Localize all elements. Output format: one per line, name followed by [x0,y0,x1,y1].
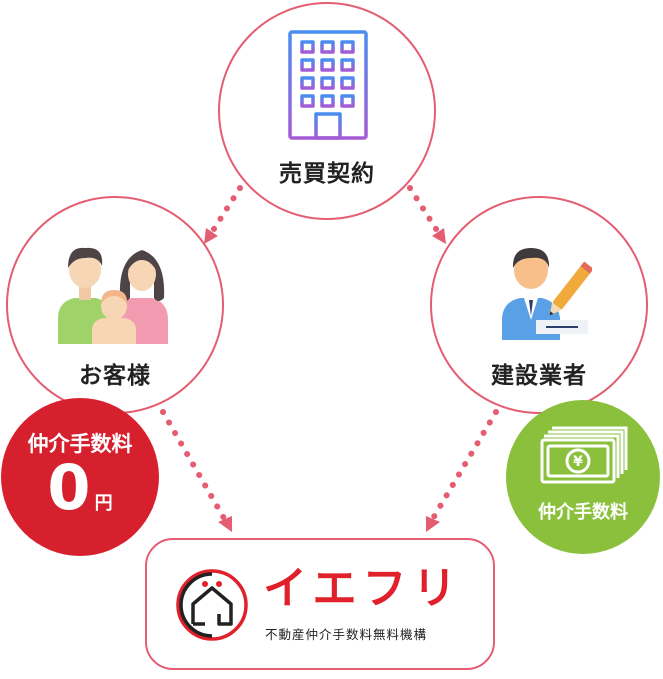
arrowhead-customer [204,228,218,244]
connector-builder-brand [429,409,499,523]
connector-customer-brand [160,409,228,523]
iefuri-brand-box: イエフリ 不動産仲介手数料無料機構 [145,538,495,670]
family-icon [54,240,174,344]
customer-fee-title: 仲介手数料 [27,432,133,456]
connector-contract-customer [209,185,243,235]
arrowhead-brand-right [426,516,440,532]
builder-label: 建設業者 [491,363,587,389]
customer-fee-unit: 円 [94,493,113,514]
contract-label: 売買契約 [279,161,375,187]
office-building-icon [282,28,374,142]
builder-fee-badge: ¥ 仲介手数料 [506,400,660,554]
svg-text:¥: ¥ [573,454,583,470]
yen-bills-icon: ¥ [540,424,630,486]
iefuri-brand-tagline: 不動産仲介手数料無料機構 [265,627,428,642]
customer-fee-amount: 0 [47,451,91,524]
arrowhead-brand-left [218,516,232,532]
iefuri-brand-name: イエフリ [263,563,463,614]
connector-contract-builder [407,185,441,235]
arrowhead-builder [432,228,446,244]
customer-node: お客様 [6,196,224,414]
customer-label: お客様 [79,363,151,389]
businessman-signing-icon [496,240,592,340]
builder-fee-title: 仲介手数料 [538,502,628,523]
builder-node: 建設業者 [430,196,648,414]
contract-node: 売買契約 [218,2,436,220]
iefuri-house-logo-icon [175,568,249,642]
